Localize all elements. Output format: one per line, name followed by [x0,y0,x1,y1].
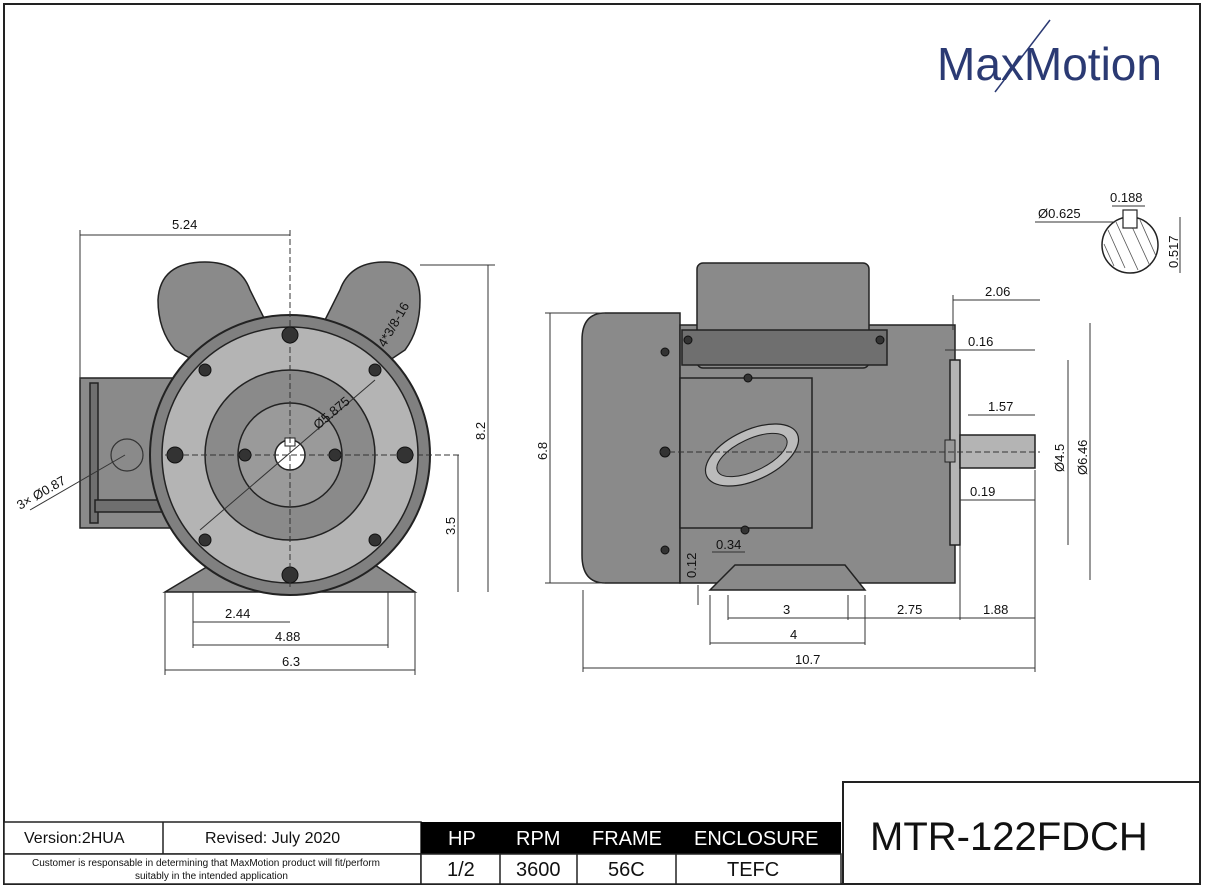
dim-0-34: 0.34 [716,537,741,552]
dim-3: 3 [783,602,790,617]
val-rpm: 3600 [516,859,561,881]
key-width-label: 0.188 [1110,190,1143,205]
logo-text-ma: Ma [937,38,1001,90]
side-view: 6.8 2.06 0.16 1.57 0.19 Ø4.5 Ø6.46 0.12 … [535,262,1091,672]
title-block: Version:2HUA Revised: July 2020 Customer… [3,781,1201,885]
dim-1-88: 1.88 [983,602,1008,617]
dim-dia-4-5: Ø4.5 [1052,444,1067,472]
hdr-frame: FRAME [592,828,662,850]
dim-3-5: 3.5 [443,517,458,535]
front-view: 5.24 8.2 3.5 Ø5.875 4*3/8-16 3× Ø0.87 2.… [14,217,495,675]
dim-2-75: 2.75 [897,602,922,617]
hdr-hp: HP [448,828,476,850]
side-base [708,564,867,591]
dim-2-06: 2.06 [985,284,1010,299]
shaft-dia-label: Ø0.625 [1038,206,1081,221]
knockout-hole [110,438,144,472]
dim-4: 4 [790,627,797,642]
val-hp: 1/2 [447,859,475,881]
model-number: MTR-122FDCH [870,815,1148,859]
dim-dia-6-46: Ø6.46 [1075,440,1090,475]
val-enclosure: TEFC [727,859,779,881]
dim-8-2: 8.2 [473,422,488,440]
dim-0-12: 0.12 [684,553,699,578]
shaft-detail: Ø0.625 0.188 0.517 [1035,190,1181,274]
dim-1-57: 1.57 [988,399,1013,414]
disclaimer-line-2: suitably in the intended application [135,871,288,882]
dim-4-88: 4.88 [275,629,300,644]
version-text: Version:2HUA [24,830,125,847]
logo-text-x: x [1001,38,1024,90]
dim-10-7: 10.7 [795,652,820,667]
hdr-rpm: RPM [516,828,560,850]
dim-0-16: 0.16 [968,334,993,349]
val-frame: 56C [608,859,645,881]
maxmotion-logo: MaxMotion [937,19,1162,93]
revised-text: Revised: July 2020 [205,830,340,847]
dim-6-8: 6.8 [535,442,550,460]
key-depth-label: 0.517 [1166,235,1181,268]
svg-text:MaxMotion: MaxMotion [937,38,1162,90]
dim-0-19: 0.19 [970,484,995,499]
dim-5-24: 5.24 [172,217,197,232]
dim-2-44: 2.44 [225,606,250,621]
disclaimer-line-1: Customer is responsable in determining t… [32,858,380,869]
logo-text-motion: Motion [1024,38,1162,90]
dim-6-3: 6.3 [282,654,300,669]
hdr-enclosure: ENCLOSURE [694,828,818,850]
